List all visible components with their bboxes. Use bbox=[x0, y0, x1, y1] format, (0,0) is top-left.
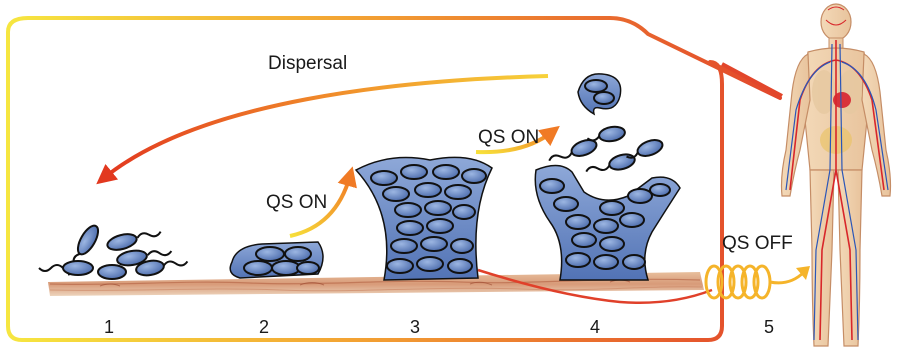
stage-number-5: 5 bbox=[764, 318, 774, 336]
stage-number-3: 3 bbox=[410, 318, 420, 336]
stage2-microcolony bbox=[230, 242, 323, 278]
stage-number-4: 4 bbox=[590, 318, 600, 336]
human-body-figure bbox=[782, 4, 891, 346]
stage-number-2: 2 bbox=[259, 318, 269, 336]
stage4-dispersing-biofilm bbox=[535, 74, 680, 280]
stage1-planktonic-bacteria bbox=[39, 223, 189, 279]
qs-on-label-stage2: QS ON bbox=[266, 193, 327, 212]
qs-off-coil bbox=[706, 266, 804, 298]
qs-on-label-stage3: QS ON bbox=[478, 128, 539, 147]
qs-off-label: QS OFF bbox=[722, 234, 793, 253]
stage-number-1: 1 bbox=[104, 318, 114, 336]
stage3-mature-biofilm bbox=[356, 157, 492, 280]
released-cluster bbox=[578, 74, 621, 114]
dispersal-label: Dispersal bbox=[268, 54, 347, 73]
